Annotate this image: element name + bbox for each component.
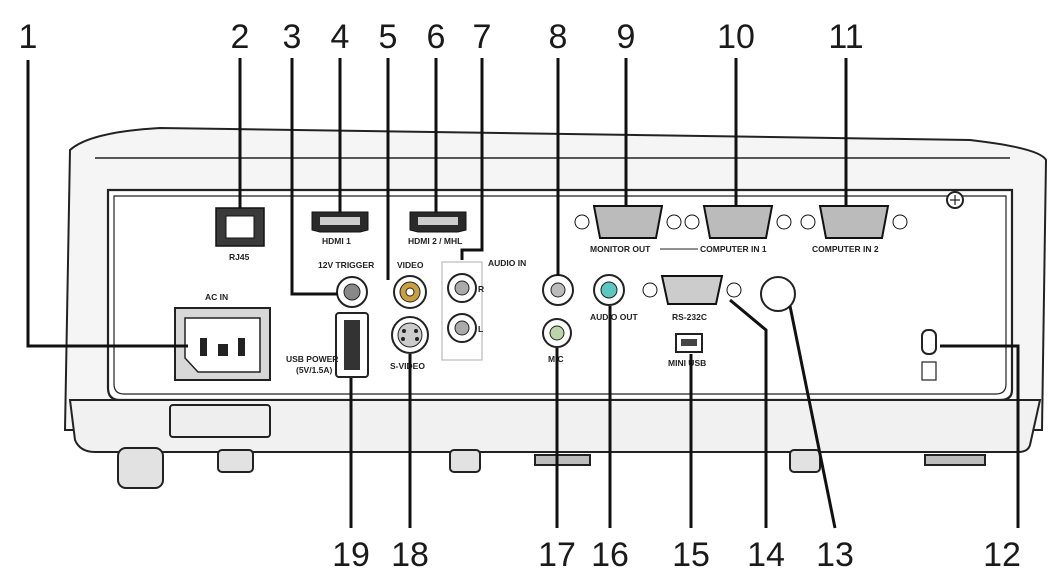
hdmi1-port xyxy=(311,211,369,233)
callout-5: 5 xyxy=(379,18,398,56)
rj45-port xyxy=(215,207,265,247)
audio-in-l-label: L xyxy=(478,324,483,334)
callout-11: 11 xyxy=(828,18,863,56)
callout-4: 4 xyxy=(331,18,350,56)
kensington-lock-slot xyxy=(921,329,937,381)
computer-in1-port xyxy=(684,205,792,239)
rs232c-port xyxy=(642,275,742,305)
mic-jack xyxy=(542,318,572,348)
callout-18: 18 xyxy=(391,536,429,574)
callout-1: 1 xyxy=(19,18,38,56)
audio-jack-8 xyxy=(542,274,574,306)
callout-15: 15 xyxy=(672,536,710,574)
svideo-label: S-VIDEO xyxy=(390,361,425,371)
hdmi2-mhl-label: HDMI 2 / MHL xyxy=(408,236,462,246)
audio-out-jack xyxy=(593,274,625,306)
usb-power-label-1: USB POWER xyxy=(286,354,338,364)
trigger-jack xyxy=(336,276,368,308)
callout-19: 19 xyxy=(332,536,370,574)
callout-17: 17 xyxy=(538,536,576,574)
ac-in-socket xyxy=(174,307,271,381)
trigger-label: 12V TRIGGER xyxy=(318,260,374,270)
callout-14: 14 xyxy=(747,536,785,574)
svideo-port xyxy=(391,316,429,354)
rj45-label: RJ45 xyxy=(229,252,250,262)
callout-13: 13 xyxy=(816,536,854,574)
audio-in-r-jack xyxy=(447,273,477,303)
monitor-out-port xyxy=(574,205,682,239)
hdmi2-mhl-port xyxy=(409,211,467,233)
mini-usb-port xyxy=(675,333,703,353)
callout-16: 16 xyxy=(591,536,629,574)
hdmi1-label: HDMI 1 xyxy=(322,236,351,246)
callout-numbers: 1 2 3 4 5 6 7 8 9 10 11 12 13 14 15 16 1… xyxy=(19,18,1021,574)
callout-7: 7 xyxy=(473,18,492,56)
callout-10: 10 xyxy=(717,18,755,56)
callout-2: 2 xyxy=(231,18,250,56)
callout-8: 8 xyxy=(549,18,568,56)
ac-in-label: AC IN xyxy=(205,292,228,302)
callout-9: 9 xyxy=(617,18,636,56)
callout-6: 6 xyxy=(427,18,446,56)
video-jack xyxy=(393,275,427,309)
video-label: VIDEO xyxy=(397,260,424,270)
ir-receiver xyxy=(760,276,796,312)
audio-out-label: AUDIO OUT xyxy=(590,312,639,322)
computer-in2-port xyxy=(800,205,908,239)
leader-lines xyxy=(26,58,1020,529)
audio-in-r-label: R xyxy=(478,284,484,294)
audio-in-l-jack xyxy=(447,313,477,343)
audio-in-box xyxy=(441,261,483,361)
usb-power-label-2: (5V/1.5A) xyxy=(296,365,333,375)
audio-in-label: AUDIO IN xyxy=(488,258,526,268)
rs232c-label: RS-232C xyxy=(672,312,707,322)
computer-in1-label: COMPUTER IN 1 xyxy=(700,244,767,254)
mini-usb-label: MINI USB xyxy=(668,358,706,368)
usb-power-port xyxy=(335,312,369,378)
monitor-out-label: MONITOR OUT xyxy=(590,244,651,254)
callout-12: 12 xyxy=(983,536,1021,574)
callout-3: 3 xyxy=(283,18,302,56)
computer-in2-label: COMPUTER IN 2 xyxy=(812,244,879,254)
